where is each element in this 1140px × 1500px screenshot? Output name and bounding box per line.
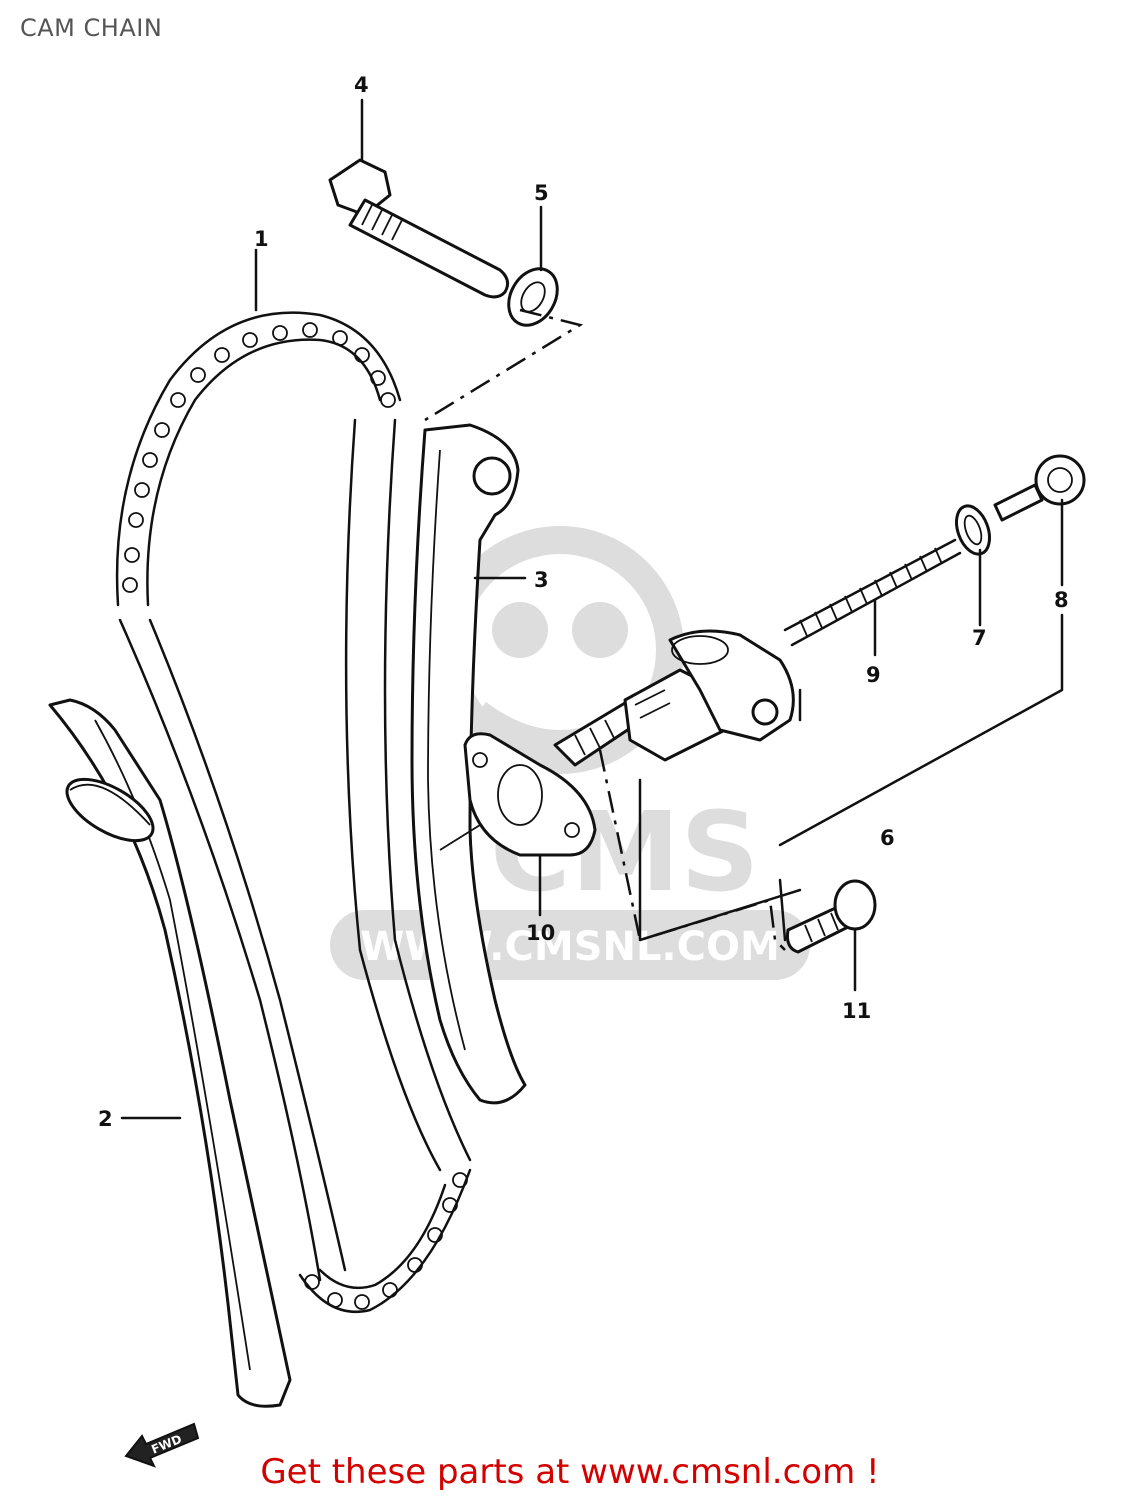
callout-3: 3 [534, 568, 549, 592]
callout-5: 5 [534, 181, 549, 205]
callout-7: 7 [972, 626, 987, 650]
cam-chain-tensioner[interactable] [553, 629, 795, 767]
callout-1: 1 [254, 227, 269, 251]
callout-11: 11 [842, 999, 871, 1023]
callout-9: 9 [866, 663, 881, 687]
guide-bolt[interactable] [328, 158, 510, 299]
page-title: CAM CHAIN [20, 14, 163, 42]
fwd-arrow-icon: FWD [124, 1422, 200, 1468]
tensioner-gasket[interactable] [463, 732, 597, 857]
washer[interactable] [499, 260, 567, 334]
tensioner-cap-bolt[interactable] [993, 454, 1086, 522]
tensioner-bolt[interactable] [786, 879, 877, 954]
callout-4: 4 [354, 73, 369, 97]
callout-10: 10 [526, 921, 555, 945]
o-ring[interactable] [950, 501, 995, 558]
callout-6: 6 [880, 826, 895, 850]
buy-parts-link[interactable]: Get these parts at www.cmsnl.com ! [260, 1452, 880, 1492]
callout-labels: 1 2 3 4 5 6 7 8 9 10 11 [98, 73, 1069, 1131]
tensioner-spring[interactable] [783, 538, 962, 647]
chain-guide-rear[interactable] [48, 698, 292, 1408]
cam-chain[interactable] [115, 311, 472, 1314]
callout-2: 2 [98, 1107, 113, 1131]
leader-lines [120, 98, 1064, 1120]
callout-8: 8 [1054, 588, 1069, 612]
